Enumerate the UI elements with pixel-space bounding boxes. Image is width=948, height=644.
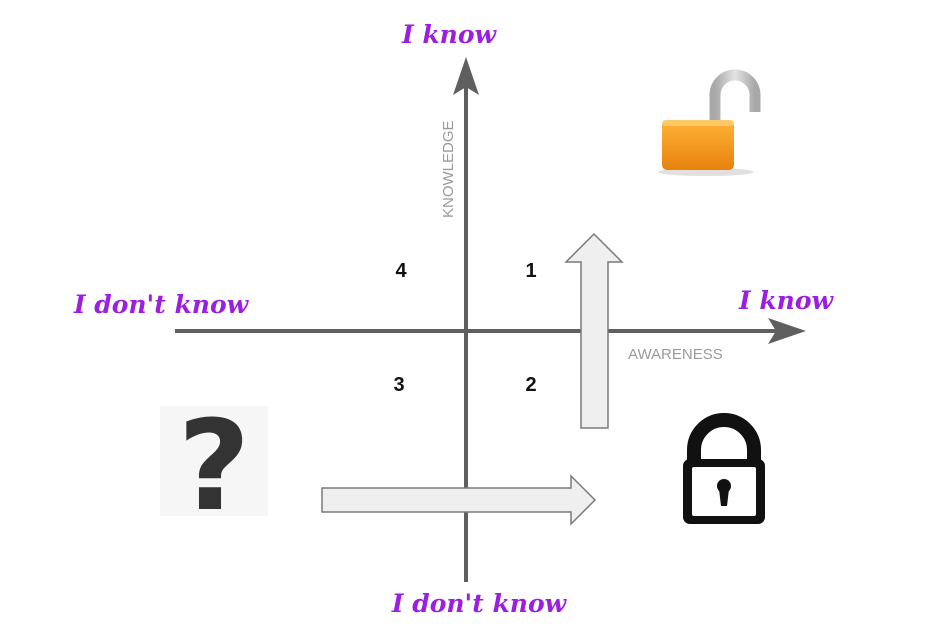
closed-lock-icon xyxy=(683,413,765,524)
quadrant-1-number: 1 xyxy=(525,260,536,282)
quadrant-3-number: 3 xyxy=(393,374,404,396)
quadrant-2-number: 2 xyxy=(525,374,536,396)
knowledge-axis-arrowhead xyxy=(453,57,479,95)
left-axis-label: I don't know xyxy=(73,290,250,319)
open-padlock-icon xyxy=(658,69,761,176)
awareness-axis xyxy=(175,318,806,344)
knowledge-axis-name: KNOWLEDGE xyxy=(440,120,457,218)
right-block-arrow xyxy=(321,474,597,526)
bottom-axis-label: I don't know xyxy=(391,589,568,618)
quadrant-4-number: 4 xyxy=(395,260,407,282)
awareness-axis-name: AWARENESS xyxy=(628,346,723,363)
right-axis-label: I know xyxy=(738,286,835,315)
awareness-axis-arrowhead xyxy=(768,318,806,344)
question-mark-glyph: ? xyxy=(178,394,251,539)
up-block-arrow xyxy=(564,232,624,429)
question-mark-icon: ? xyxy=(160,394,268,539)
top-axis-label: I know xyxy=(401,20,498,49)
